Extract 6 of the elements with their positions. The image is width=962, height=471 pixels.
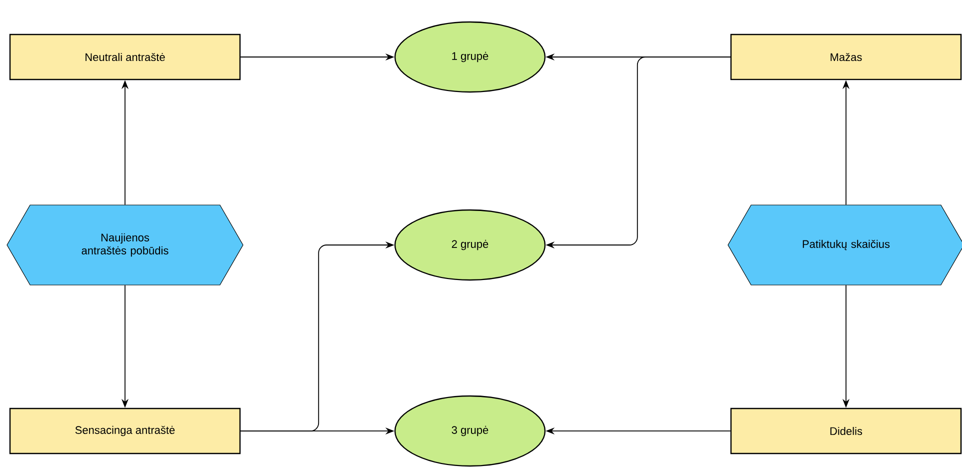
category-hexagon: Patiktukų skaičius — [728, 204, 962, 286]
process-box: Sensacinga antraštė — [9, 408, 241, 454]
process-box: Neutrali antraštė — [9, 34, 241, 80]
process-box: Mažas — [730, 34, 962, 80]
process-box: Didelis — [730, 408, 962, 454]
category-hexagon: Naujienos antraštės pobūdis — [6, 204, 244, 286]
